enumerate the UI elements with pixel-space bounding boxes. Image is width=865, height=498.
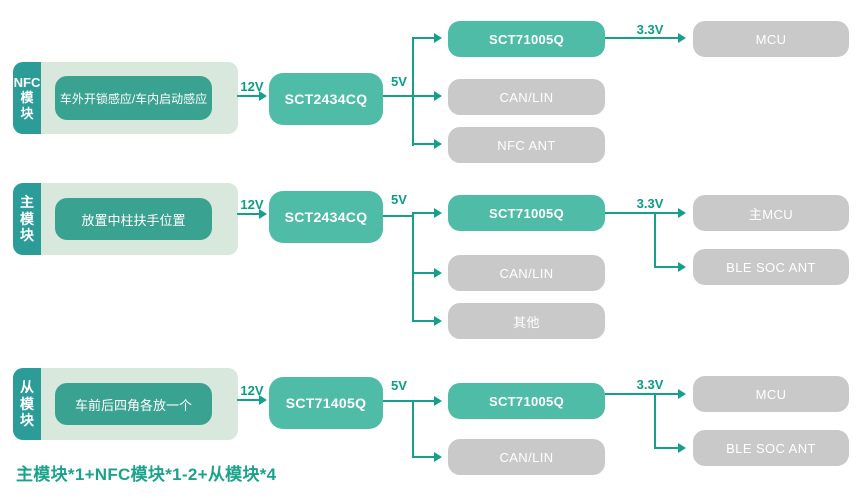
connector-12v [237, 213, 259, 215]
connector-drop [654, 212, 656, 268]
diagram-caption: 主模块*1+NFC模块*1-2+从模块*4 [16, 465, 277, 484]
arrowhead-icon [434, 139, 442, 149]
connector-drop [654, 393, 656, 449]
arrowhead-icon [434, 33, 442, 43]
connector-3v3 [605, 37, 678, 39]
voltage-label-12v: 12V [240, 79, 264, 94]
block-can-lin-1: CAN/LIN [448, 79, 605, 115]
block-ble-soc-ant-2: BLE SOC ANT [693, 249, 849, 285]
module-description-slave: 车前后四角各放一个 [55, 383, 212, 425]
arrowhead-icon [434, 396, 442, 406]
arrowhead-icon [678, 262, 686, 272]
arrowhead-icon [434, 452, 442, 462]
block-mcu-3: MCU [693, 376, 849, 412]
connector-trunk [412, 37, 414, 146]
arrowhead-icon [259, 209, 267, 219]
block-sct71005q-3: SCT71005Q [448, 383, 605, 419]
arrowhead-icon [678, 443, 686, 453]
connector-trunk [412, 212, 414, 322]
connector-5v [383, 400, 414, 402]
block-sct71005q-1: SCT71005Q [448, 21, 605, 57]
block-nfc-ant-1: NFC ANT [448, 127, 605, 163]
voltage-label-12v: 12V [240, 383, 264, 398]
arrowhead-icon [259, 395, 267, 405]
block-main-mcu-2: 主MCU [693, 195, 849, 231]
block-sct2434cq-1: SCT2434CQ [269, 73, 383, 125]
connector-branch [412, 37, 434, 39]
connector-5v [383, 215, 414, 217]
block-ble-soc-ant-3: BLE SOC ANT [693, 430, 849, 466]
module-description-nfc: 车外开锁感应/车内启动感应 [55, 76, 212, 120]
arrowhead-icon [434, 91, 442, 101]
connector-branch [654, 447, 678, 449]
block-sct71405q-3: SCT71405Q [269, 377, 383, 429]
arrowhead-icon [678, 208, 686, 218]
connector-trunk [412, 400, 414, 458]
connector-3v3 [605, 212, 678, 214]
module-tab-nfc: NFC 模 块 [13, 62, 41, 134]
block-can-lin-3: CAN/LIN [448, 439, 605, 475]
arrowhead-icon [434, 316, 442, 326]
block-sct2434cq-2: SCT2434CQ [269, 191, 383, 243]
module-tab-main: 主 模 块 [13, 183, 41, 255]
connector-branch [412, 400, 434, 402]
voltage-label-3v3: 3.3V [636, 22, 664, 37]
connector-12v [237, 399, 259, 401]
connector-branch [412, 320, 434, 322]
block-mcu-1: MCU [693, 21, 849, 57]
connector-branch [654, 266, 678, 268]
module-description-main: 放置中柱扶手位置 [55, 198, 212, 240]
module-tab-slave: 从 模 块 [13, 368, 41, 440]
arrowhead-icon [434, 208, 442, 218]
arrowhead-icon [434, 268, 442, 278]
connector-branch [412, 272, 434, 274]
block-sct71005q-2: SCT71005Q [448, 195, 605, 231]
connector-branch [412, 212, 434, 214]
connector-branch [412, 456, 434, 458]
connector-5v [383, 95, 414, 97]
voltage-label-5v: 5V [391, 192, 407, 207]
voltage-label-5v: 5V [391, 378, 407, 393]
arrowhead-icon [678, 33, 686, 43]
block-other-2: 其他 [448, 303, 605, 339]
connector-12v [237, 95, 259, 97]
block-can-lin-2: CAN/LIN [448, 255, 605, 291]
voltage-label-5v: 5V [391, 74, 407, 89]
connector-branch [412, 95, 434, 97]
connector-branch [412, 143, 434, 145]
arrowhead-icon [678, 389, 686, 399]
voltage-label-12v: 12V [240, 197, 264, 212]
arrowhead-icon [259, 91, 267, 101]
voltage-label-3v3: 3.3V [636, 377, 664, 392]
voltage-label-3v3: 3.3V [636, 196, 664, 211]
connector-3v3 [605, 393, 678, 395]
